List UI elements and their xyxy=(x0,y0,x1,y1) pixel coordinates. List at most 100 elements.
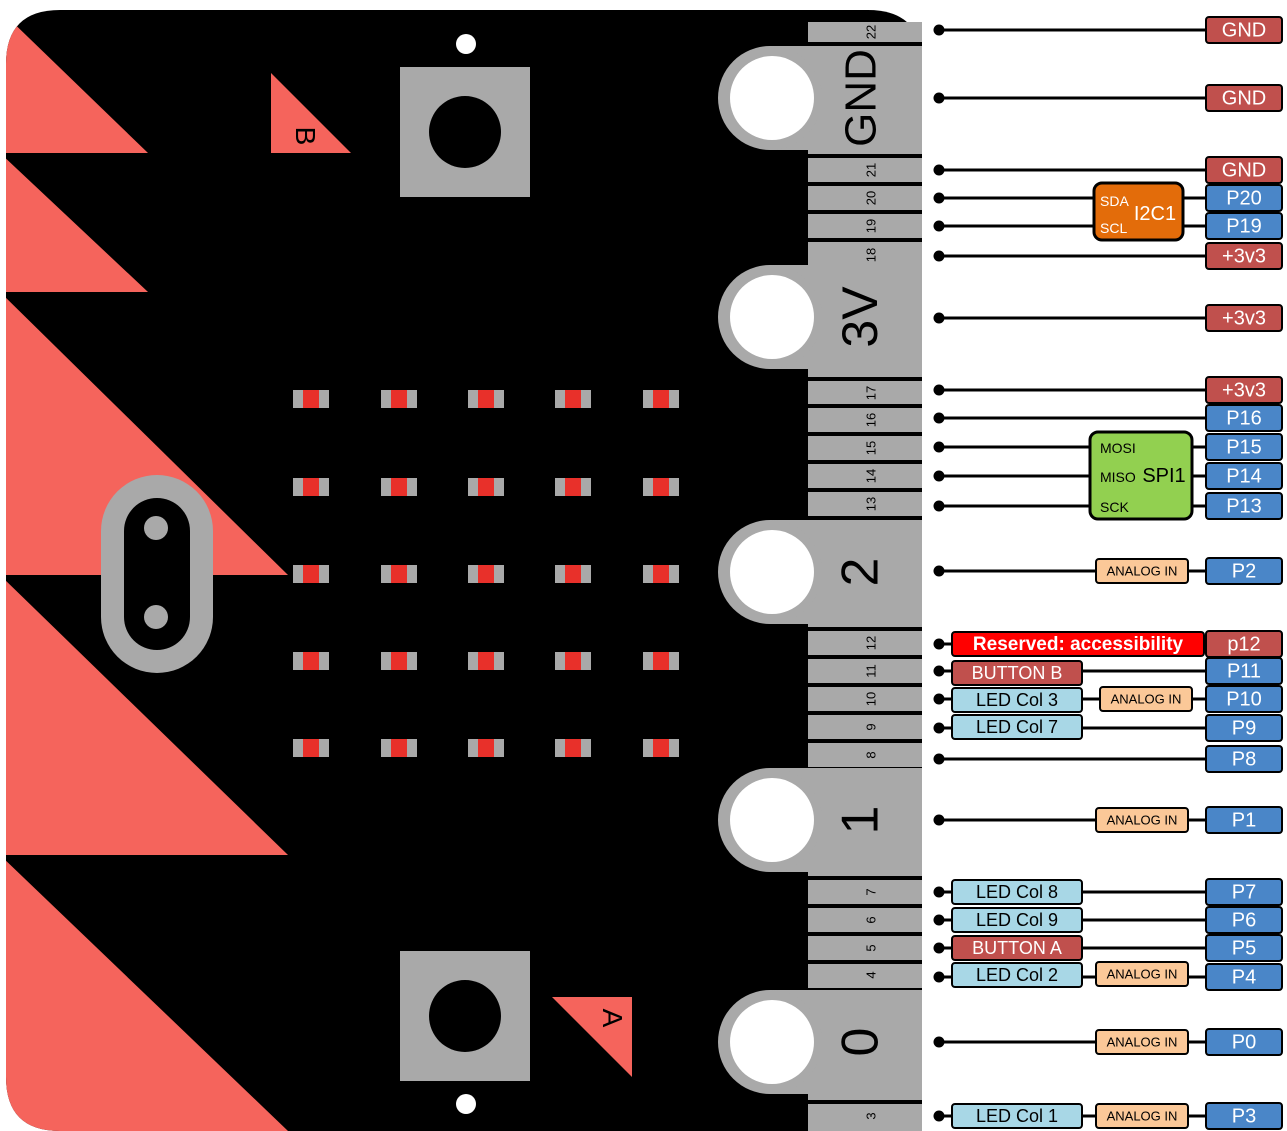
function-tag-label: ANALOG IN xyxy=(1107,1034,1178,1049)
led xyxy=(555,739,591,757)
led xyxy=(293,652,329,670)
function-tag-label: LED Col 3 xyxy=(976,690,1058,710)
spi-miso-label: MISO xyxy=(1100,469,1136,485)
function-tag-label: LED Col 7 xyxy=(976,717,1058,737)
button-b[interactable] xyxy=(400,67,530,197)
pad-label: 2 xyxy=(832,558,890,587)
led xyxy=(643,478,679,496)
led xyxy=(643,652,679,670)
led xyxy=(555,390,591,408)
pin-tag-3v3-2: +3v3 xyxy=(1205,304,1283,332)
pin-number: 22 xyxy=(863,25,878,39)
led xyxy=(468,652,504,670)
button-a-marker: A xyxy=(552,997,632,1077)
pad-label: 0 xyxy=(832,1028,890,1057)
pin-tag-label: p12 xyxy=(1227,633,1260,655)
pin-divider xyxy=(808,1100,922,1104)
function-tag-led-col-8: LED Col 8 xyxy=(951,879,1083,905)
function-tag-led-col-2: LED Col 2 xyxy=(951,962,1083,988)
i2c-group: SDA SCL I2C1 xyxy=(1092,181,1185,242)
pin-tag-label: +3v3 xyxy=(1222,379,1266,401)
function-tag-led-col-9: LED Col 9 xyxy=(951,907,1083,933)
mount-hole-top xyxy=(456,34,476,54)
pin-number: 8 xyxy=(863,751,878,758)
function-tag-label: BUTTON B xyxy=(972,663,1063,683)
pin-tag-label: P20 xyxy=(1226,187,1262,209)
pad-gnd: GND xyxy=(718,46,922,150)
pin-tag-gnd-2: GND xyxy=(1205,84,1283,112)
led xyxy=(643,565,679,583)
pin-tag-label: +3v3 xyxy=(1222,245,1266,267)
mount-hole-bottom xyxy=(456,1094,476,1114)
pad-label: GND xyxy=(837,49,886,147)
pin-number: 15 xyxy=(863,441,878,455)
button-b-marker: B xyxy=(271,73,351,153)
pin-divider xyxy=(808,488,922,492)
pad-hole xyxy=(730,1000,814,1084)
pin-divider xyxy=(808,210,922,214)
pin-tag-p19: P19 xyxy=(1205,212,1283,240)
pin-tag-label: P5 xyxy=(1232,937,1256,959)
pin-tag-label: P0 xyxy=(1232,1031,1256,1053)
pin-tag-label: P16 xyxy=(1226,407,1262,429)
pin-number: 9 xyxy=(863,723,878,730)
pin-tag-gnd-3: GND xyxy=(1205,156,1283,184)
pin-divider xyxy=(808,42,922,46)
board-decoration xyxy=(6,10,288,1131)
led xyxy=(293,478,329,496)
pin-divider xyxy=(808,683,922,687)
pin-tag-label: GND xyxy=(1222,19,1266,41)
i2c-scl-label: SCL xyxy=(1100,220,1127,236)
pad-hole xyxy=(730,56,814,140)
function-tag-label: ANALOG IN xyxy=(1107,812,1178,827)
spi-sck-label: SCK xyxy=(1100,499,1129,515)
pad-label: 3V xyxy=(832,286,888,348)
function-tag-label: BUTTON A xyxy=(972,938,1062,958)
pin-number: 21 xyxy=(863,163,878,177)
pin-divider xyxy=(808,516,922,520)
pad-hole xyxy=(730,778,814,862)
led xyxy=(381,652,417,670)
led xyxy=(381,390,417,408)
function-tag-analog-in: ANALOG IN xyxy=(1095,961,1189,987)
function-tag-analog-in: ANALOG IN xyxy=(1095,1103,1189,1129)
sensor-outline xyxy=(101,475,213,673)
function-tag-label: LED Col 2 xyxy=(976,965,1058,985)
pin-tag-label: P14 xyxy=(1226,465,1262,487)
function-tag-label: LED Col 1 xyxy=(976,1106,1058,1126)
pin-tag-p15: P15 xyxy=(1205,433,1283,461)
pin-tag-p4: P4 xyxy=(1205,963,1283,991)
pin-tag-3v3-1: +3v3 xyxy=(1205,242,1283,270)
led xyxy=(468,739,504,757)
pin-number: 19 xyxy=(863,219,878,233)
pin-tag-label: P13 xyxy=(1226,495,1262,517)
pin-tag-label: P15 xyxy=(1226,436,1262,458)
pad-0: 0 xyxy=(718,990,922,1094)
function-tag-label: Reserved: accessibility xyxy=(973,634,1184,655)
pin-number: 4 xyxy=(863,971,878,978)
spi-name: SPI1 xyxy=(1142,465,1185,487)
pin-tag-label: P7 xyxy=(1232,881,1256,903)
pin-tag-p10: P10 xyxy=(1205,685,1283,713)
pin-tag-p1: P1 xyxy=(1205,806,1283,834)
button-a[interactable] xyxy=(400,951,530,1081)
pad-2: 2 xyxy=(718,520,922,624)
pin-number: 5 xyxy=(863,944,878,951)
pin-tag-p12: p12 xyxy=(1205,630,1283,658)
pin-number: 13 xyxy=(863,497,878,511)
pin-tag-label: P9 xyxy=(1232,717,1256,739)
led xyxy=(381,478,417,496)
led xyxy=(643,390,679,408)
function-tag-label: ANALOG IN xyxy=(1107,1108,1178,1123)
pin-tag-label: P19 xyxy=(1226,215,1262,237)
pin-divider xyxy=(808,154,922,158)
led xyxy=(381,565,417,583)
function-tag-reserved: Reserved: accessibility xyxy=(951,631,1205,657)
pin-number: 10 xyxy=(863,692,878,706)
function-tag-analog-in: ANALOG IN xyxy=(1099,686,1193,712)
function-tag-analog-in: ANALOG IN xyxy=(1095,558,1189,584)
pin-tag-p16: P16 xyxy=(1205,404,1283,432)
